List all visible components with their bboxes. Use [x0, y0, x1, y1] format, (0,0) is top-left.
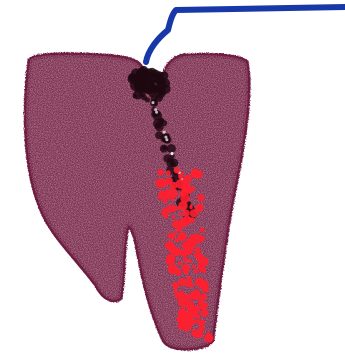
spot	[166, 254, 175, 263]
spot	[195, 171, 203, 179]
spot	[157, 170, 161, 174]
spot	[178, 278, 186, 286]
spot	[180, 319, 186, 325]
spot	[178, 232, 187, 241]
spot	[164, 136, 167, 139]
spot	[157, 180, 162, 185]
spot	[190, 209, 198, 217]
spot	[190, 204, 193, 207]
spot	[181, 183, 191, 193]
spot	[183, 256, 189, 262]
spot	[198, 320, 205, 327]
spot	[161, 208, 169, 216]
spot	[179, 213, 182, 216]
spot	[155, 122, 164, 131]
spot	[137, 67, 148, 78]
spot	[190, 187, 195, 192]
spot	[187, 252, 190, 255]
spot	[187, 276, 192, 281]
spot	[178, 250, 183, 255]
spot	[155, 75, 163, 83]
spot	[166, 194, 171, 199]
spot	[184, 247, 188, 251]
spot	[180, 193, 190, 203]
spot	[171, 197, 175, 201]
spot	[186, 238, 195, 247]
spot	[166, 170, 171, 175]
spot	[145, 97, 150, 102]
spot	[192, 265, 196, 269]
spot	[183, 242, 186, 245]
probe-wire-icon	[146, 7, 345, 62]
spot	[203, 303, 208, 308]
spot	[200, 228, 205, 233]
spot	[188, 259, 192, 263]
spot	[154, 108, 157, 111]
spot	[171, 152, 174, 155]
spot	[182, 216, 191, 225]
spot	[202, 269, 207, 274]
spot	[178, 299, 186, 307]
spot	[201, 309, 209, 317]
spot	[190, 284, 194, 288]
spot	[196, 240, 200, 244]
spot	[165, 138, 168, 141]
spot	[153, 86, 160, 93]
spot	[154, 102, 158, 106]
spot	[201, 293, 208, 300]
spot	[177, 226, 183, 232]
spot	[172, 282, 179, 289]
spot	[163, 131, 166, 134]
spot	[183, 175, 192, 184]
spot	[168, 181, 171, 184]
spot	[191, 320, 195, 324]
spot	[199, 280, 208, 289]
spot	[178, 174, 182, 178]
spot	[171, 162, 176, 167]
spot	[195, 330, 203, 338]
spot	[193, 289, 201, 297]
spot	[169, 267, 176, 274]
spot	[172, 215, 176, 219]
spot	[204, 333, 213, 342]
spot	[199, 236, 205, 242]
spot	[189, 311, 197, 319]
spot	[194, 269, 199, 274]
spot	[162, 146, 167, 151]
spot	[195, 252, 203, 260]
spot	[183, 210, 190, 217]
spot	[135, 80, 147, 92]
spot	[173, 289, 178, 294]
spot	[159, 190, 164, 195]
spot	[180, 310, 187, 317]
spot	[169, 234, 175, 240]
spot	[185, 301, 194, 310]
spot	[174, 167, 180, 173]
spot	[198, 204, 204, 210]
spot	[170, 205, 177, 212]
spot	[163, 198, 168, 203]
spot	[155, 111, 158, 114]
spot	[152, 101, 155, 104]
spot	[167, 144, 176, 153]
spot	[182, 263, 190, 271]
spot	[178, 261, 182, 265]
spot	[133, 94, 138, 99]
spot	[197, 194, 204, 201]
spot	[179, 291, 184, 296]
